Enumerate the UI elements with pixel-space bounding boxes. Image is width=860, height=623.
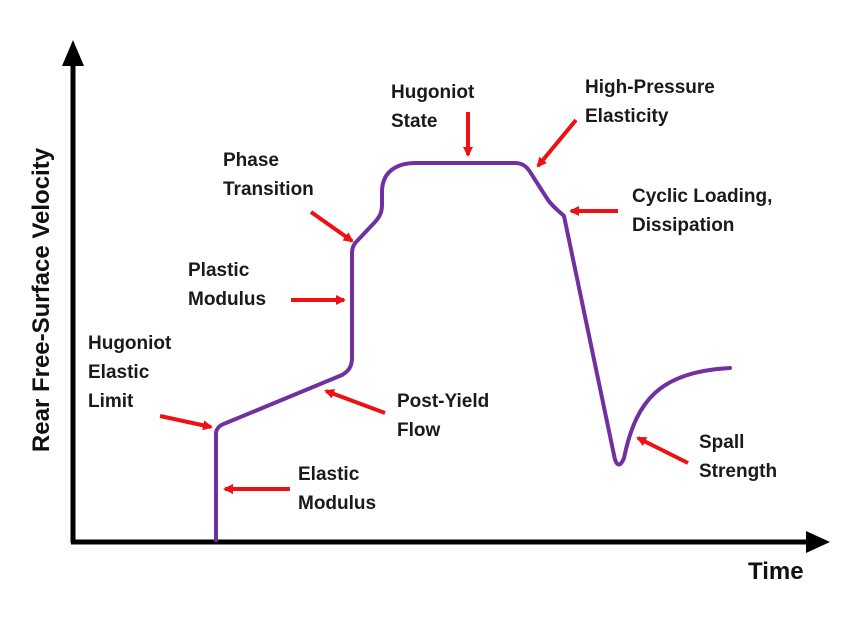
y-axis-arrowhead	[62, 40, 84, 66]
label-line: Strength	[699, 461, 778, 482]
velocity-profile-curve	[214, 161, 732, 542]
label-line: Elastic	[88, 362, 150, 383]
arrow-hugoniot-elastic-limit	[159, 414, 213, 431]
label-line: Limit	[88, 391, 134, 412]
arrow-high-pressure-elasticity	[536, 118, 578, 168]
label-line: Dissipation	[632, 215, 735, 236]
arrow-spall-strength	[636, 436, 689, 465]
label-elastic-modulus: Elastic Modulus	[298, 460, 376, 518]
arrow-phase-transition	[309, 210, 354, 243]
label-line: Hugoniot	[88, 333, 172, 354]
label-line: Post-Yield	[397, 391, 490, 412]
label-line: Elasticity	[585, 106, 669, 127]
label-phase-transition: Phase Transition	[223, 146, 314, 204]
label-line: Flow	[397, 420, 441, 441]
y-axis-title: Rear Free-Surface Velocity	[28, 147, 55, 453]
label-line: Spall	[699, 432, 745, 453]
label-line: Hugoniot	[391, 82, 475, 103]
label-cyclic-loading: Cyclic Loading, Dissipation	[632, 182, 772, 240]
label-line: State	[391, 111, 438, 132]
label-hugoniot-elastic-limit: Hugoniot Elastic Limit	[88, 329, 171, 416]
label-high-pressure-elasticity: High-Pressure Elasticity	[585, 73, 715, 131]
label-line: Modulus	[298, 493, 377, 514]
label-line: Cyclic Loading,	[632, 186, 773, 207]
label-line: Elastic	[298, 464, 360, 485]
arrow-post-yield-flow	[324, 389, 386, 415]
x-axis-arrowhead	[806, 531, 830, 553]
label-plastic-modulus: Plastic Modulus	[188, 256, 266, 314]
label-line: Phase	[223, 150, 279, 171]
label-hugoniot-state: Hugoniot State	[391, 78, 474, 136]
label-line: High-Pressure	[585, 77, 715, 98]
label-post-yield-flow: Post-Yield Flow	[397, 387, 489, 445]
label-line: Modulus	[188, 289, 267, 310]
label-line: Transition	[223, 179, 314, 200]
x-axis-title: Time	[748, 558, 804, 585]
label-spall-strength: Spall Strength	[699, 428, 777, 486]
label-line: Plastic	[188, 260, 250, 281]
